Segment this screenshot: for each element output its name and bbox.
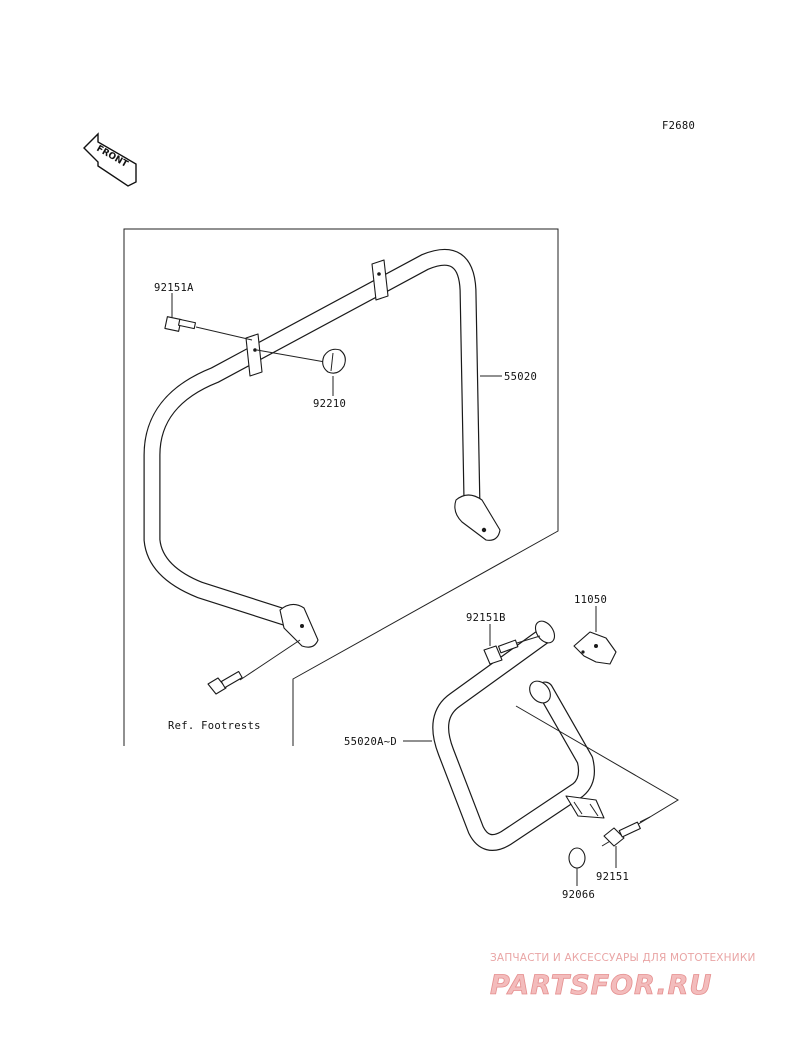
watermark-brand: PARTSFOR.RU: [490, 970, 712, 1001]
callout-92151b: 92151B: [466, 612, 506, 624]
diagram-code: F2680: [662, 120, 695, 132]
callout-92151: 92151: [596, 871, 629, 883]
engine-guard-lower: [432, 620, 605, 851]
bolt-footrest: [207, 639, 301, 695]
callout-92210: 92210: [313, 398, 346, 410]
front-arrow-icon: FRONT: [83, 132, 137, 187]
engine-guard-upper: [143, 249, 501, 648]
callout-11050: 11050: [574, 594, 607, 606]
cap-92066: [568, 847, 586, 869]
bolt-92151: [603, 816, 651, 847]
bolt-92151b: [483, 635, 541, 665]
watermark-tagline: ЗАПЧАСТИ И АКСЕССУАРЫ ДЛЯ МОТОТЕХНИКИ: [490, 952, 756, 964]
group-frame: [123, 228, 559, 746]
callout-55020a-d: 55020A~D: [344, 736, 397, 748]
callout-ref-footrests: Ref. Footrests: [168, 720, 261, 732]
callout-92066: 92066: [562, 889, 595, 901]
bracket-11050: [573, 631, 617, 665]
bolt-92151a: [164, 316, 253, 341]
cap-nut-92210: [256, 348, 346, 374]
callout-55020: 55020: [504, 371, 537, 383]
callout-92151a: 92151A: [154, 282, 194, 294]
